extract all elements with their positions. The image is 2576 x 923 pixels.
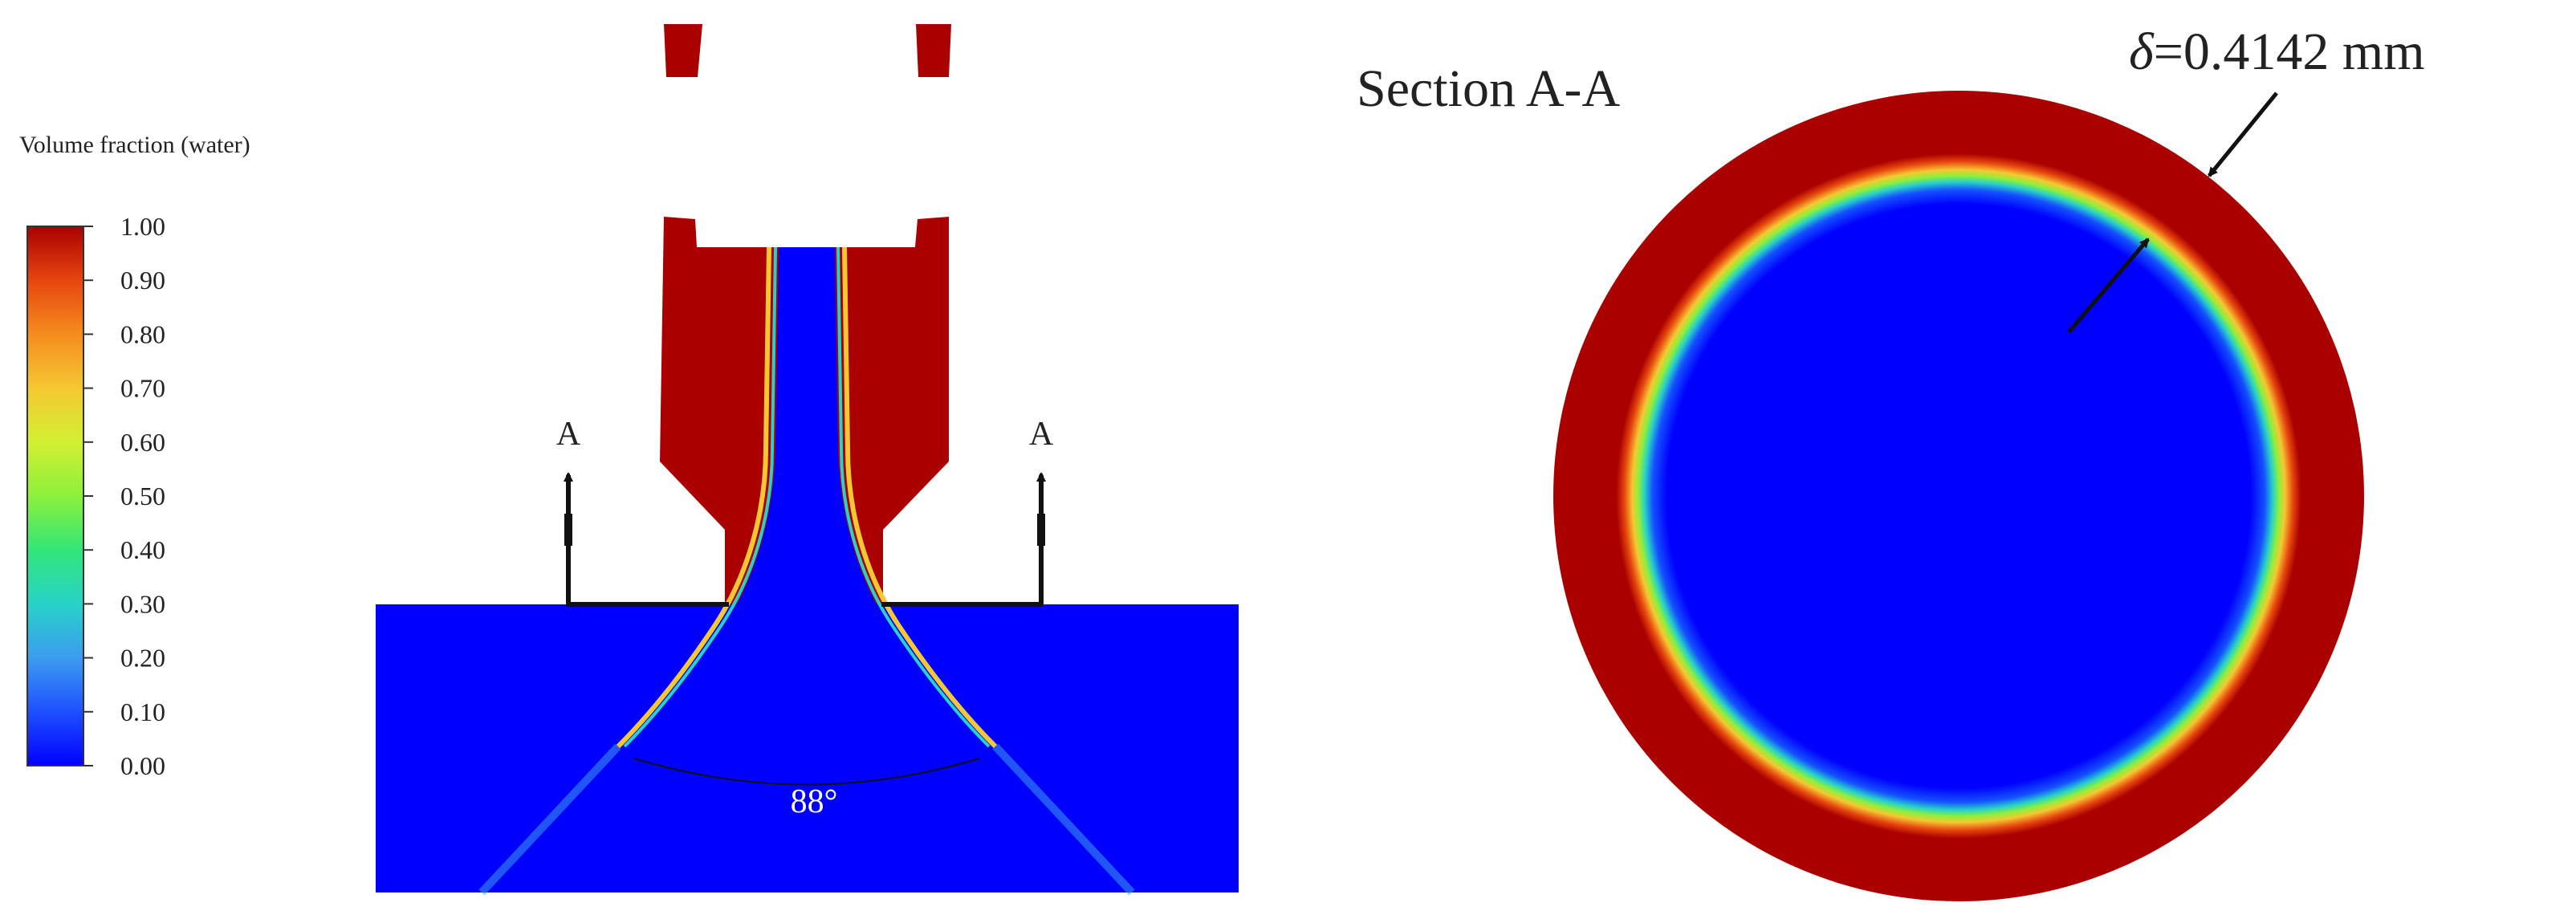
cross-section-title: Section A-A xyxy=(1357,59,1620,118)
colorbar-tick-label: 0.30 xyxy=(120,589,165,618)
colorbar-tick-label: 0.50 xyxy=(120,482,165,510)
colorbar-tick-label: 0.90 xyxy=(120,266,165,295)
water-core-jet xyxy=(628,247,986,893)
thickness-arrow-inner xyxy=(2067,238,2150,334)
angle-arc xyxy=(633,758,980,786)
interface-left-inner xyxy=(623,246,777,748)
section-tick-right xyxy=(1037,514,1045,546)
colorbar-tick-label: 0.60 xyxy=(120,428,165,457)
colorbar-title: Volume fraction (water) xyxy=(19,132,250,158)
thickness-arrow-outer xyxy=(2208,91,2278,177)
thickness-value: =0.4142 mm xyxy=(2154,22,2425,81)
colorbar-ticks: 1.00 0.90 0.80 0.70 0.60 0.50 0.40 0.30 0.20 0.10… xyxy=(83,212,165,780)
thickness-label: δ=0.4142 mm xyxy=(2129,22,2425,81)
colorbar-tick-label: 0.10 xyxy=(120,697,165,726)
section-marker-right: A xyxy=(1029,416,1054,453)
colorbar-tick-label: 0.00 xyxy=(120,751,165,780)
cross-section-disc xyxy=(1553,91,2364,901)
colorbar: Volume fraction (water) 1.00 0.90 0.80 0.70… xyxy=(19,132,250,780)
angle-label: 88° xyxy=(791,783,838,820)
interface-right xyxy=(842,246,998,749)
orifice-top-left xyxy=(664,24,702,77)
colorbar-tick-label: 0.70 xyxy=(120,374,165,403)
section-markers: A A xyxy=(556,416,1054,607)
section-marker-left: A xyxy=(556,416,581,453)
colorbar-tick-label: 0.40 xyxy=(120,535,165,564)
colorbar-tick-label: 1.00 xyxy=(120,212,165,241)
colorbar-bar xyxy=(26,226,84,766)
cross-section: Section A-A δ=0.4142 mm xyxy=(1357,22,2425,901)
nozzle-field: 88° xyxy=(376,24,1239,896)
orifice-top-right xyxy=(916,24,951,77)
spray-trace-right xyxy=(992,743,1135,896)
spray-trace-left xyxy=(478,743,621,896)
thickness-symbol: δ xyxy=(2129,22,2155,81)
interface-right-inner xyxy=(836,246,991,748)
colorbar-tick-label: 0.80 xyxy=(120,319,165,348)
interface-left xyxy=(616,246,771,749)
colorbar-tick-label: 0.20 xyxy=(120,644,165,673)
section-tick-left xyxy=(564,514,572,546)
